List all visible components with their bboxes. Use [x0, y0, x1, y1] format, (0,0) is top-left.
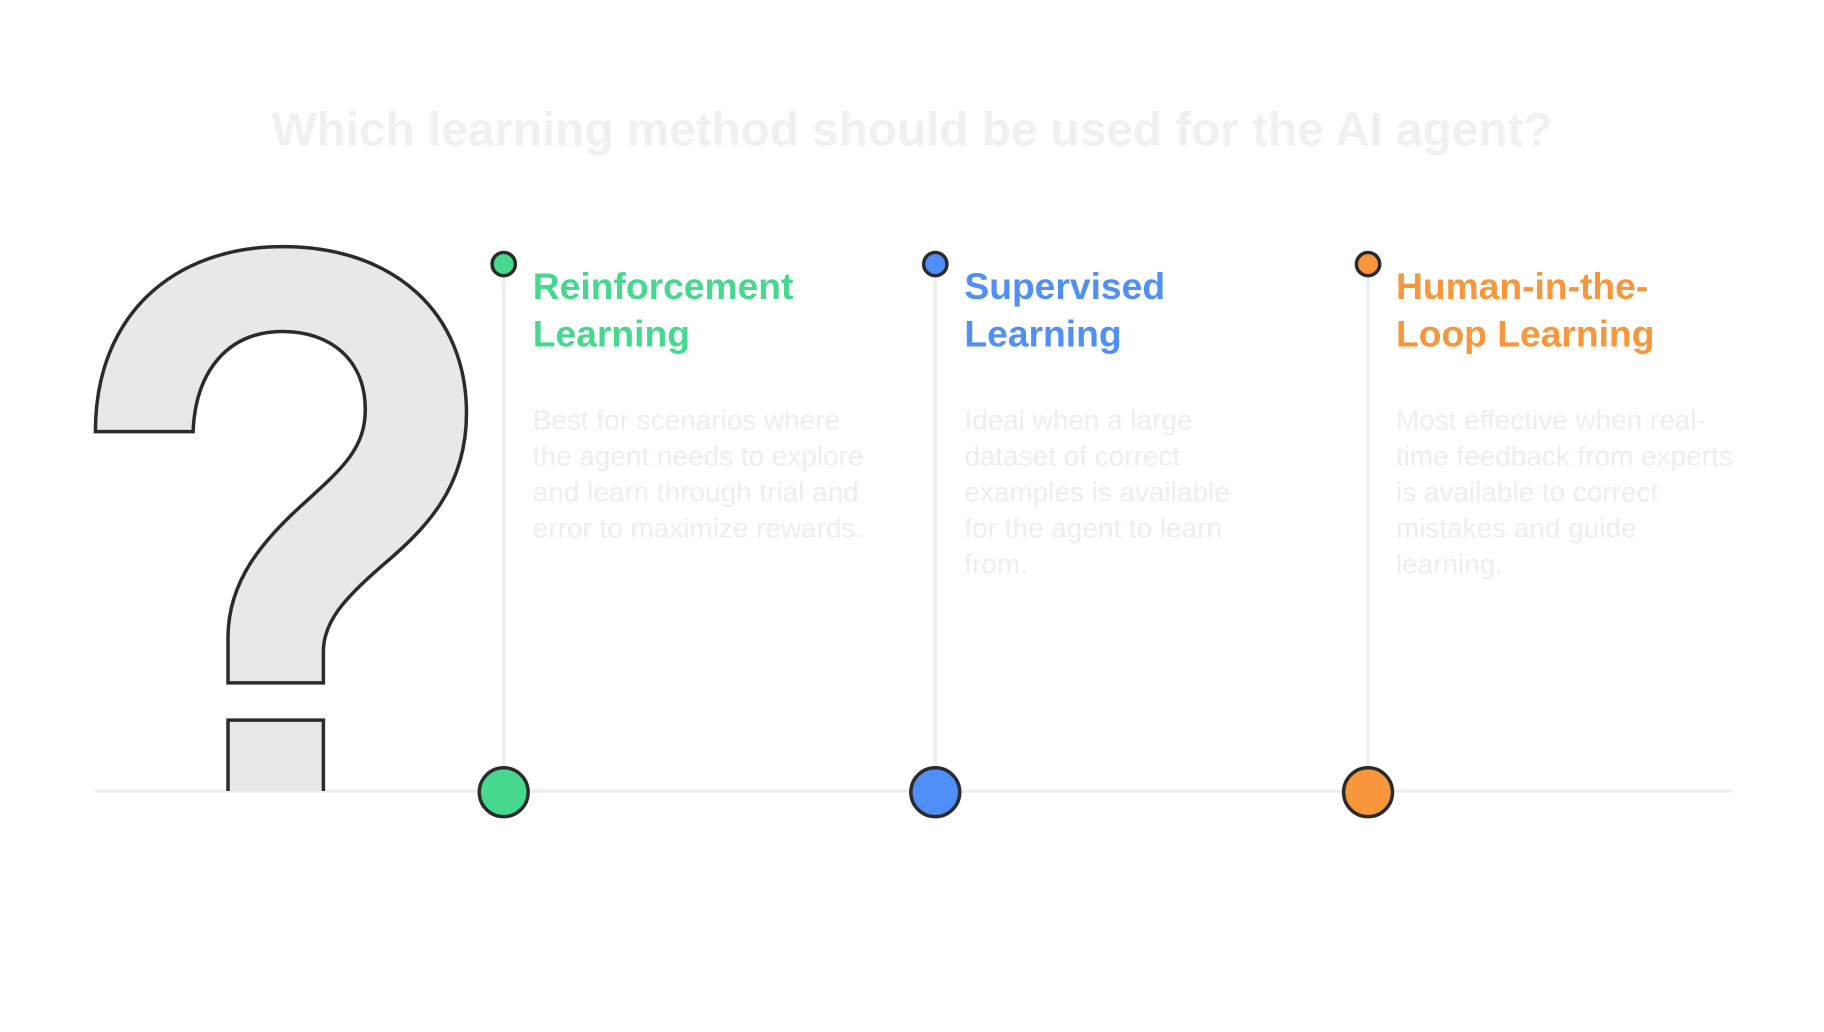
option-heading: Human-in-the-Loop Learning: [1395, 265, 1655, 355]
option-description: Most effective when real-time feedback f…: [1395, 404, 1733, 581]
option-description: Best for scenarios where the agent needs…: [532, 404, 864, 545]
option-human-in-the-loop: Human-in-the-Loop Learning Most effectiv…: [1396, 263, 1745, 583]
option-description: Ideal when a large dataset of correct ex…: [964, 404, 1230, 581]
timeline-marker-dot: [477, 766, 530, 819]
option-heading: Supervised Learning: [964, 265, 1166, 355]
option-supervised: Supervised Learning Ideal when a large d…: [964, 263, 1313, 583]
timeline-marker-dot: [909, 766, 962, 819]
top-marker-dot: [921, 250, 949, 278]
option-reinforcement: Reinforcement Learning Best for scenario…: [533, 263, 882, 547]
top-marker-dot: [490, 250, 518, 278]
top-marker-dot: [1354, 250, 1382, 278]
timeline-marker-dot: [1341, 766, 1395, 819]
option-heading: Reinforcement Learning: [532, 265, 794, 355]
page-title: Which learning method should be used for…: [271, 102, 1553, 156]
question-mark-icon: [93, 244, 469, 792]
